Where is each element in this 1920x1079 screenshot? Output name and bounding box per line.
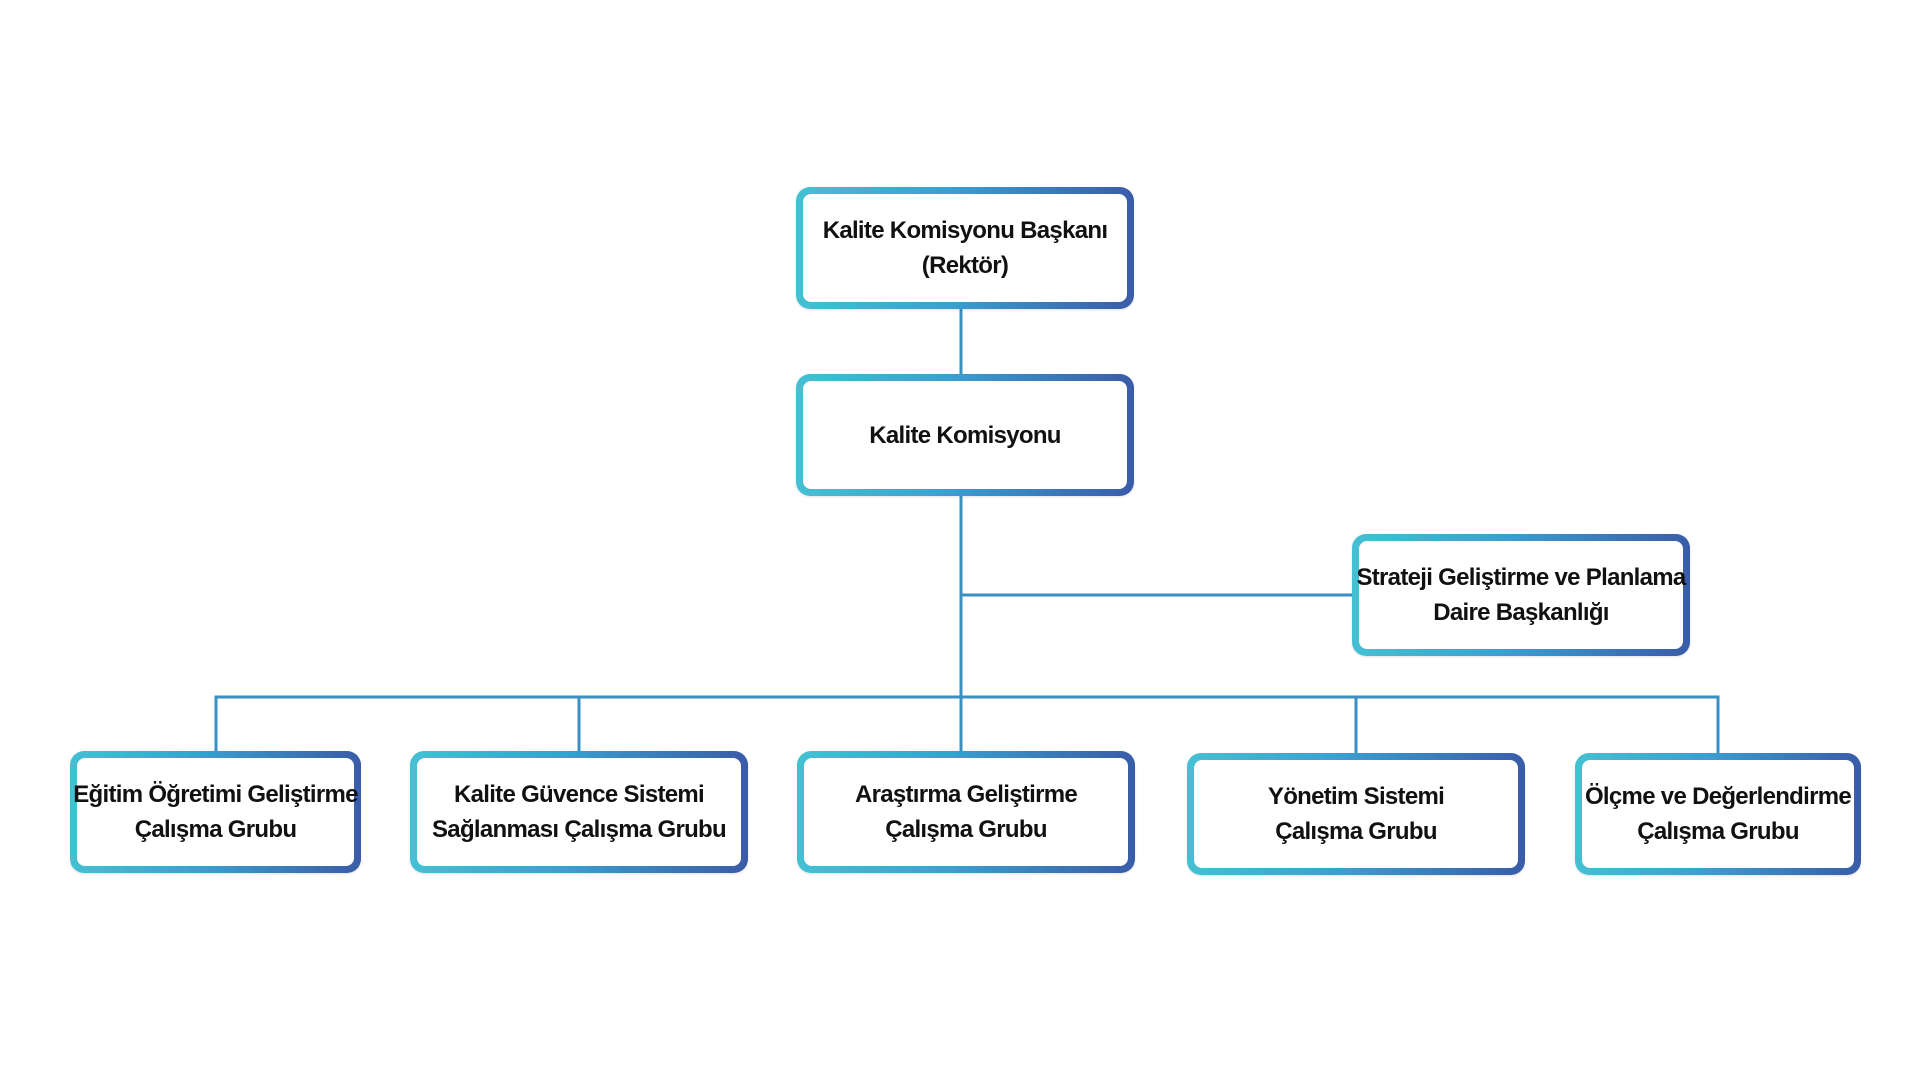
node-assurance-group-body: Kalite Güvence Sistemi Sağlanması Çalışm… (417, 758, 741, 866)
node-measurement-group: Ölçme ve Değerlendirme Çalışma Grubu (1575, 753, 1861, 875)
node-research-group: Araştırma Geliştirme Çalışma Grubu (797, 751, 1135, 873)
node-education-group-line-1: Eğitim Öğretimi Geliştirme (73, 781, 358, 808)
node-management-group-body: Yönetim Sistemi Çalışma Grubu (1194, 760, 1518, 868)
node-assurance-group: Kalite Güvence Sistemi Sağlanması Çalışm… (410, 751, 748, 873)
node-management-group: Yönetim Sistemi Çalışma Grubu (1187, 753, 1525, 875)
node-commission-body: Kalite Komisyonu (803, 381, 1127, 489)
node-education-group-body: Eğitim Öğretimi Geliştirme Çalışma Grubu (73, 758, 358, 866)
node-assurance-group-line-2: Sağlanması Çalışma Grubu (432, 816, 727, 843)
node-measurement-group-line-2: Çalışma Grubu (1637, 818, 1799, 845)
node-research-group-line-1: Araştırma Geliştirme (854, 781, 1078, 808)
node-management-group-line-2: Çalışma Grubu (1275, 818, 1437, 845)
node-president: Kalite Komisyonu Başkanı (Rektör) (796, 187, 1134, 309)
node-research-group-line-2: Çalışma Grubu (885, 816, 1047, 843)
node-strategy-body: Strateji Geliştirme ve Planlama Daire Ba… (1356, 541, 1686, 649)
node-assurance-group-line-1: Kalite Güvence Sistemi (453, 781, 705, 808)
node-strategy-line-1: Strateji Geliştirme ve Planlama (1356, 564, 1686, 591)
node-measurement-group-body: Ölçme ve Değerlendirme Çalışma Grubu (1582, 760, 1854, 868)
node-education-group: Eğitim Öğretimi Geliştirme Çalışma Grubu (70, 751, 361, 873)
node-president-line-1: Kalite Komisyonu Başkanı (822, 217, 1108, 244)
node-education-group-line-2: Çalışma Grubu (134, 816, 297, 843)
node-commission-line-1: Kalite Komisyonu (869, 421, 1061, 449)
node-commission: Kalite Komisyonu (796, 374, 1134, 496)
node-strategy-line-2: Daire Başkanlığı (1433, 599, 1609, 626)
node-research-group-body: Araştırma Geliştirme Çalışma Grubu (804, 758, 1128, 866)
node-president-body: Kalite Komisyonu Başkanı (Rektör) (803, 194, 1127, 302)
node-management-group-line-1: Yönetim Sistemi (1267, 783, 1445, 810)
node-president-line-2: (Rektör) (921, 252, 1009, 279)
node-measurement-group-line-1: Ölçme ve Değerlendirme (1584, 783, 1852, 810)
node-strategy: Strateji Geliştirme ve Planlama Daire Ba… (1352, 534, 1690, 656)
